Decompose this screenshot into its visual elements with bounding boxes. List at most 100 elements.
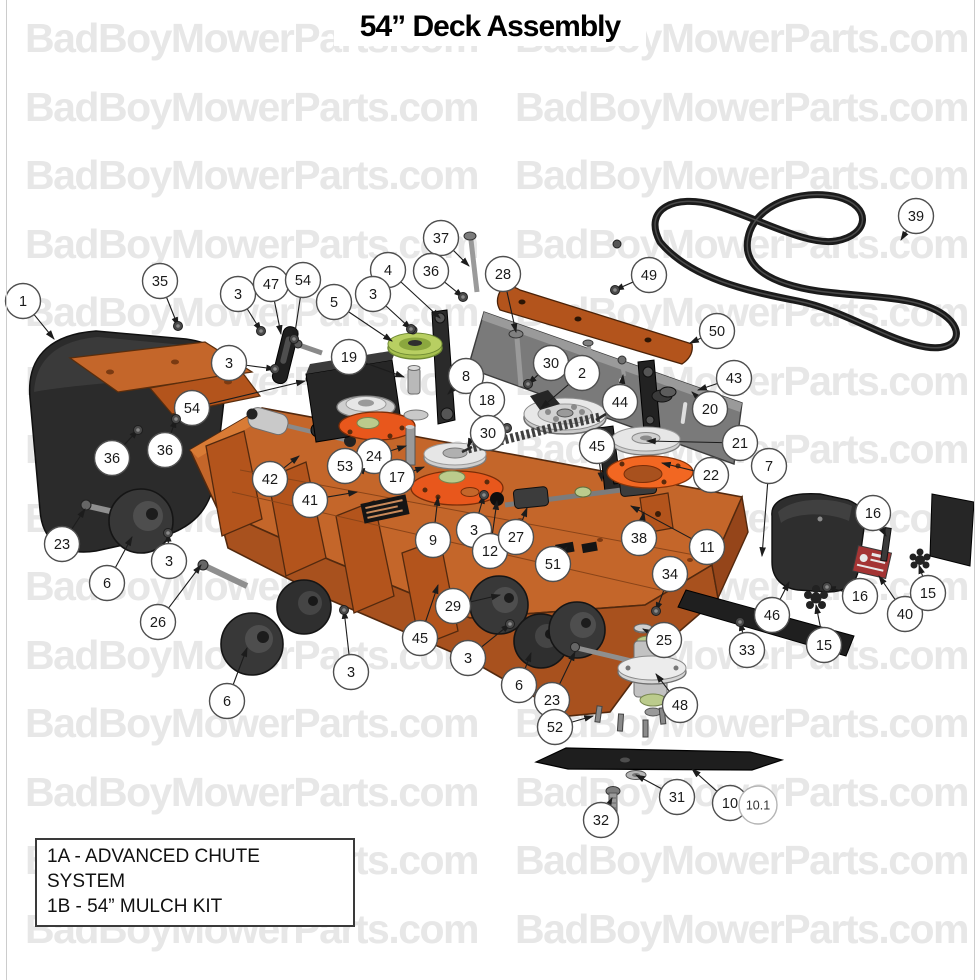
leader-line-3 xyxy=(341,608,350,655)
callout-label-3: 3 xyxy=(347,665,355,681)
watermark-text: BadBoyMowerParts.com xyxy=(25,700,480,746)
fastener-center-3 xyxy=(166,531,170,535)
callout-41: 41 xyxy=(291,481,359,519)
callout-48: 48 xyxy=(655,673,699,724)
callout-circle-16 xyxy=(854,494,892,532)
callout-circle-16 xyxy=(841,577,879,615)
leader-line-6 xyxy=(114,536,133,568)
left-spindle-assembly xyxy=(305,350,429,471)
callout-label-27: 27 xyxy=(508,530,524,546)
callout-46: 46 xyxy=(753,581,791,634)
callout-circle-49 xyxy=(630,256,668,294)
page-left-border xyxy=(6,0,7,980)
callout-circle-9 xyxy=(414,521,452,559)
leader-line-15 xyxy=(918,563,925,577)
leader-line-6 xyxy=(524,651,532,669)
v-idler-pulley xyxy=(523,390,607,435)
callout-label-40: 40 xyxy=(897,607,913,623)
leader-line-3 xyxy=(481,623,511,648)
callout-label-3: 3 xyxy=(470,523,478,539)
callout-label-2: 2 xyxy=(578,366,586,382)
leader-line-7 xyxy=(759,483,769,558)
callout-label-28: 28 xyxy=(495,267,511,283)
callout-26: 26 xyxy=(139,564,202,641)
callout-circle-26 xyxy=(139,603,177,641)
leader-line-42 xyxy=(283,455,300,469)
callout-label-43: 43 xyxy=(726,371,742,387)
callout-circle-52 xyxy=(536,708,574,746)
callout-circle-3 xyxy=(332,653,370,691)
callout-circle-53 xyxy=(326,447,364,485)
leader-line-12 xyxy=(491,499,500,534)
callout-circle-23 xyxy=(43,525,81,563)
callout-33: 33 xyxy=(728,617,766,669)
leader-line-9 xyxy=(433,495,441,523)
leader-line-39 xyxy=(900,230,909,241)
leader-line-47 xyxy=(273,301,283,336)
callout-circle-3 xyxy=(354,275,392,313)
leader-line-27 xyxy=(520,506,528,521)
callout-label-7: 7 xyxy=(765,459,773,475)
callout-53: 53 xyxy=(326,447,366,485)
callout-label-34: 34 xyxy=(662,567,678,583)
callout-label-23: 23 xyxy=(54,537,70,553)
page-right-border xyxy=(974,0,975,980)
callout-6: 6 xyxy=(88,536,133,602)
leader-line-40 xyxy=(878,575,896,600)
watermark-text: BadBoyMowerParts.com xyxy=(25,769,480,815)
leader-line-3 xyxy=(385,305,412,330)
watermark-text: BadBoyMowerParts.com xyxy=(515,221,970,267)
leader-line-5 xyxy=(348,311,393,342)
watermark-text: BadBoyMowerParts.com xyxy=(515,906,970,952)
callout-label-47: 47 xyxy=(263,277,279,293)
callout-38: 38 xyxy=(620,510,658,557)
callout-circle-15 xyxy=(805,626,843,664)
watermark-text: BadBoyMowerParts.com xyxy=(515,152,970,198)
callout-29: 29 xyxy=(434,587,502,625)
leader-line-10 xyxy=(691,768,718,792)
leader-line-50 xyxy=(688,336,702,344)
leader-line-37 xyxy=(452,249,470,267)
callout-circle-6 xyxy=(88,564,126,602)
callout-circle-29 xyxy=(434,587,472,625)
fastener-center-33 xyxy=(738,620,742,624)
leader-line-29 xyxy=(469,593,502,603)
callout-label-3: 3 xyxy=(225,356,233,372)
callout-label-36: 36 xyxy=(157,443,173,459)
callout-34: 34 xyxy=(651,555,689,616)
callout-label-18: 18 xyxy=(479,393,495,409)
watermark-text: BadBoyMowerParts.com xyxy=(25,84,480,130)
callout-label-3: 3 xyxy=(464,651,472,667)
callout-circle-50 xyxy=(698,312,736,350)
callout-circle-7 xyxy=(750,447,788,485)
leader-line-1 xyxy=(33,314,55,340)
bolt-37 xyxy=(463,231,480,293)
callout-54: 54 xyxy=(173,379,307,427)
legend-box: 1A - ADVANCED CHUTE SYSTEM 1B - 54” MULC… xyxy=(35,838,355,927)
callout-3: 3 xyxy=(210,344,280,382)
callout-circle-6 xyxy=(208,682,246,720)
leader-line-2 xyxy=(540,383,570,409)
callout-circle-35 xyxy=(141,262,179,300)
leader-line-17 xyxy=(413,466,426,474)
fastener-center-3 xyxy=(508,622,512,626)
callout-36: 36 xyxy=(146,414,184,469)
callout-label-52: 52 xyxy=(547,720,563,736)
callout-6: 6 xyxy=(208,646,248,720)
callout-31: 31 xyxy=(635,774,696,816)
leader-line-24 xyxy=(390,445,408,452)
callout-label-24: 24 xyxy=(366,449,382,465)
fastener-center-36 xyxy=(136,428,140,432)
fastener-center-34 xyxy=(654,609,658,613)
deck-belt xyxy=(651,191,960,352)
fastener-center-16 xyxy=(825,585,829,589)
callout-32: 32 xyxy=(582,797,620,839)
callout-label-42: 42 xyxy=(262,472,278,488)
leader-line-15 xyxy=(814,603,822,628)
leader-line-52 xyxy=(571,715,595,723)
leader-line-44 xyxy=(618,373,626,385)
callout-label-30: 30 xyxy=(480,426,496,442)
fastener-center-36 xyxy=(461,295,465,299)
callout-15: 15 xyxy=(805,603,843,664)
